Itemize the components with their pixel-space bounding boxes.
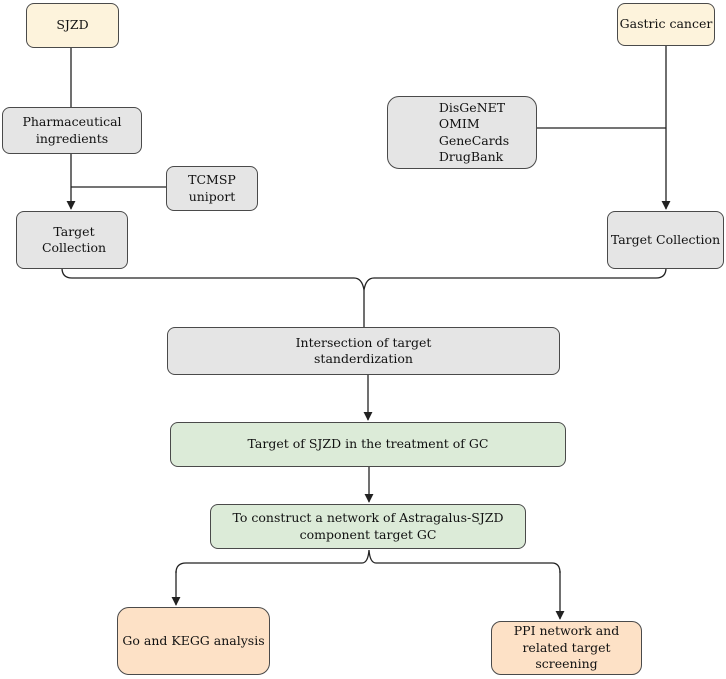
node-sjzd: SJZD	[26, 3, 119, 48]
brace-target-collections	[61, 267, 667, 291]
node-intersection: Intersection of target standerdization	[167, 327, 560, 375]
node-go-kegg-analysis: Go and KEGG analysis	[117, 607, 270, 675]
node-target-collection-left: Target Collection	[16, 211, 128, 269]
node-gastric-cancer: Gastric cancer	[617, 3, 715, 46]
node-databases: DisGeNET OMIM GeneCards DrugBank	[387, 96, 537, 169]
node-pharmaceutical-ingredients: Pharmaceutical ingredients	[2, 107, 142, 154]
node-tcmsp-uniport: TCMSP uniport	[166, 166, 258, 211]
node-ppi-network: PPI network and related target screening	[491, 621, 642, 675]
brace-network-split	[175, 549, 561, 574]
node-construct-network: To construct a network of Astragalus-SJZ…	[210, 504, 526, 549]
node-sjzd-target-gc: Target of SJZD in the treatment of GC	[170, 422, 566, 467]
node-target-collection-right: Target Collection	[607, 211, 724, 269]
